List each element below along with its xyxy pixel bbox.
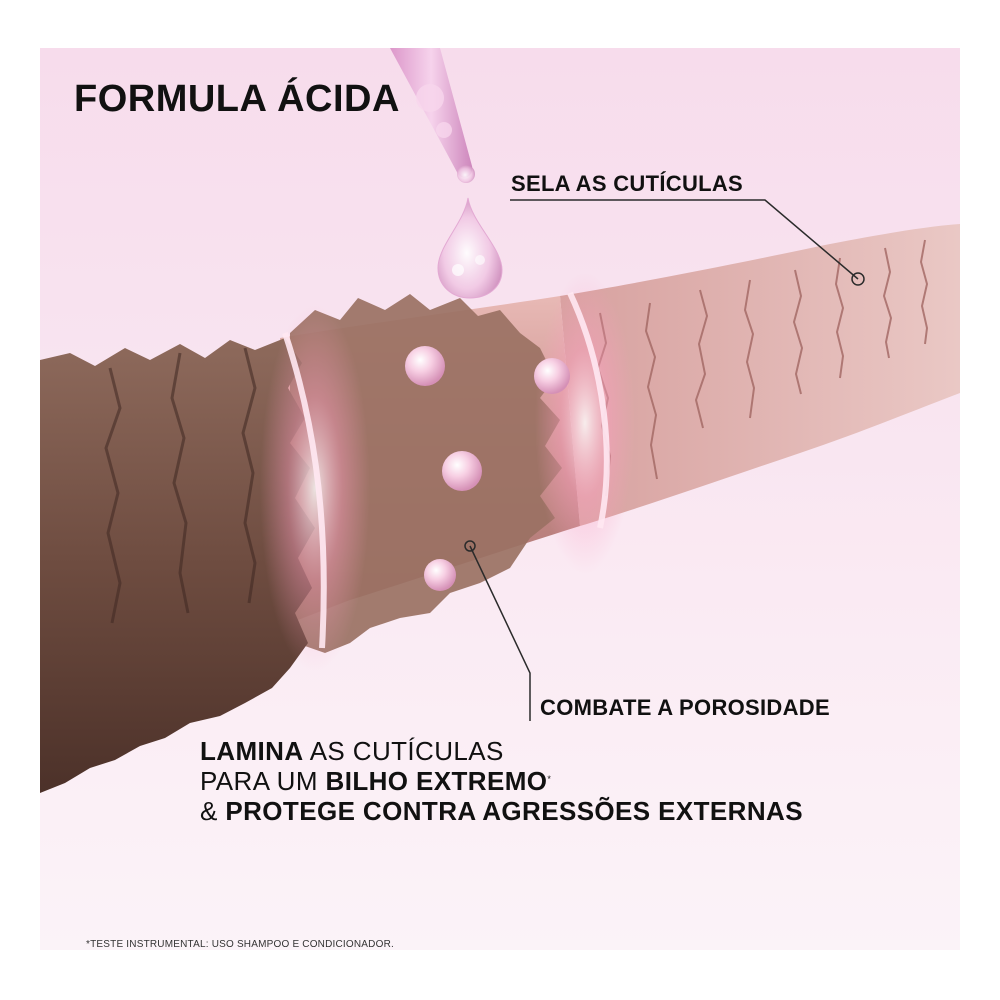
footnote: *TESTE INSTRUMENTAL: USO SHAMPOO E CONDI…: [86, 939, 394, 950]
benefit-line-1: LAMINA AS CUTÍCULAS: [200, 736, 504, 766]
hair-strand-illustration: [40, 48, 960, 793]
callout-cuticles-label: SELA AS CUTÍCULAS: [511, 171, 744, 196]
benefit-copy: LAMINA AS CUTÍCULAS PARA UM BILHO EXTREM…: [200, 736, 803, 826]
pearl-bead: [405, 346, 445, 386]
serum-drop-icon: [437, 197, 503, 299]
callout-leader-porosity: [464, 540, 531, 721]
benefit-line-3: & PROTEGE CONTRA AGRESSÕES EXTERNAS: [200, 796, 803, 826]
pearl-bead: [424, 559, 456, 591]
headline: FORMULA ÁCIDA: [74, 78, 400, 120]
callout-porosity-label: COMBATE A POROSIDADE: [540, 695, 830, 720]
callout-leader-cuticles: [510, 199, 865, 286]
benefit-line-2: PARA UM BILHO EXTREMO*: [200, 766, 552, 796]
pearl-bead: [534, 358, 570, 394]
glow-ring-left: [260, 303, 370, 673]
hair-strand-tip: [560, 224, 960, 526]
pipette-icon: [390, 48, 475, 183]
glow-ring-right: [535, 273, 635, 573]
product-infographic: FORMULA ÁCIDA SELA AS CUTÍCULAS COMBATE …: [40, 48, 960, 950]
damage-texture: [104, 347, 257, 624]
pearl-bead: [442, 451, 482, 491]
